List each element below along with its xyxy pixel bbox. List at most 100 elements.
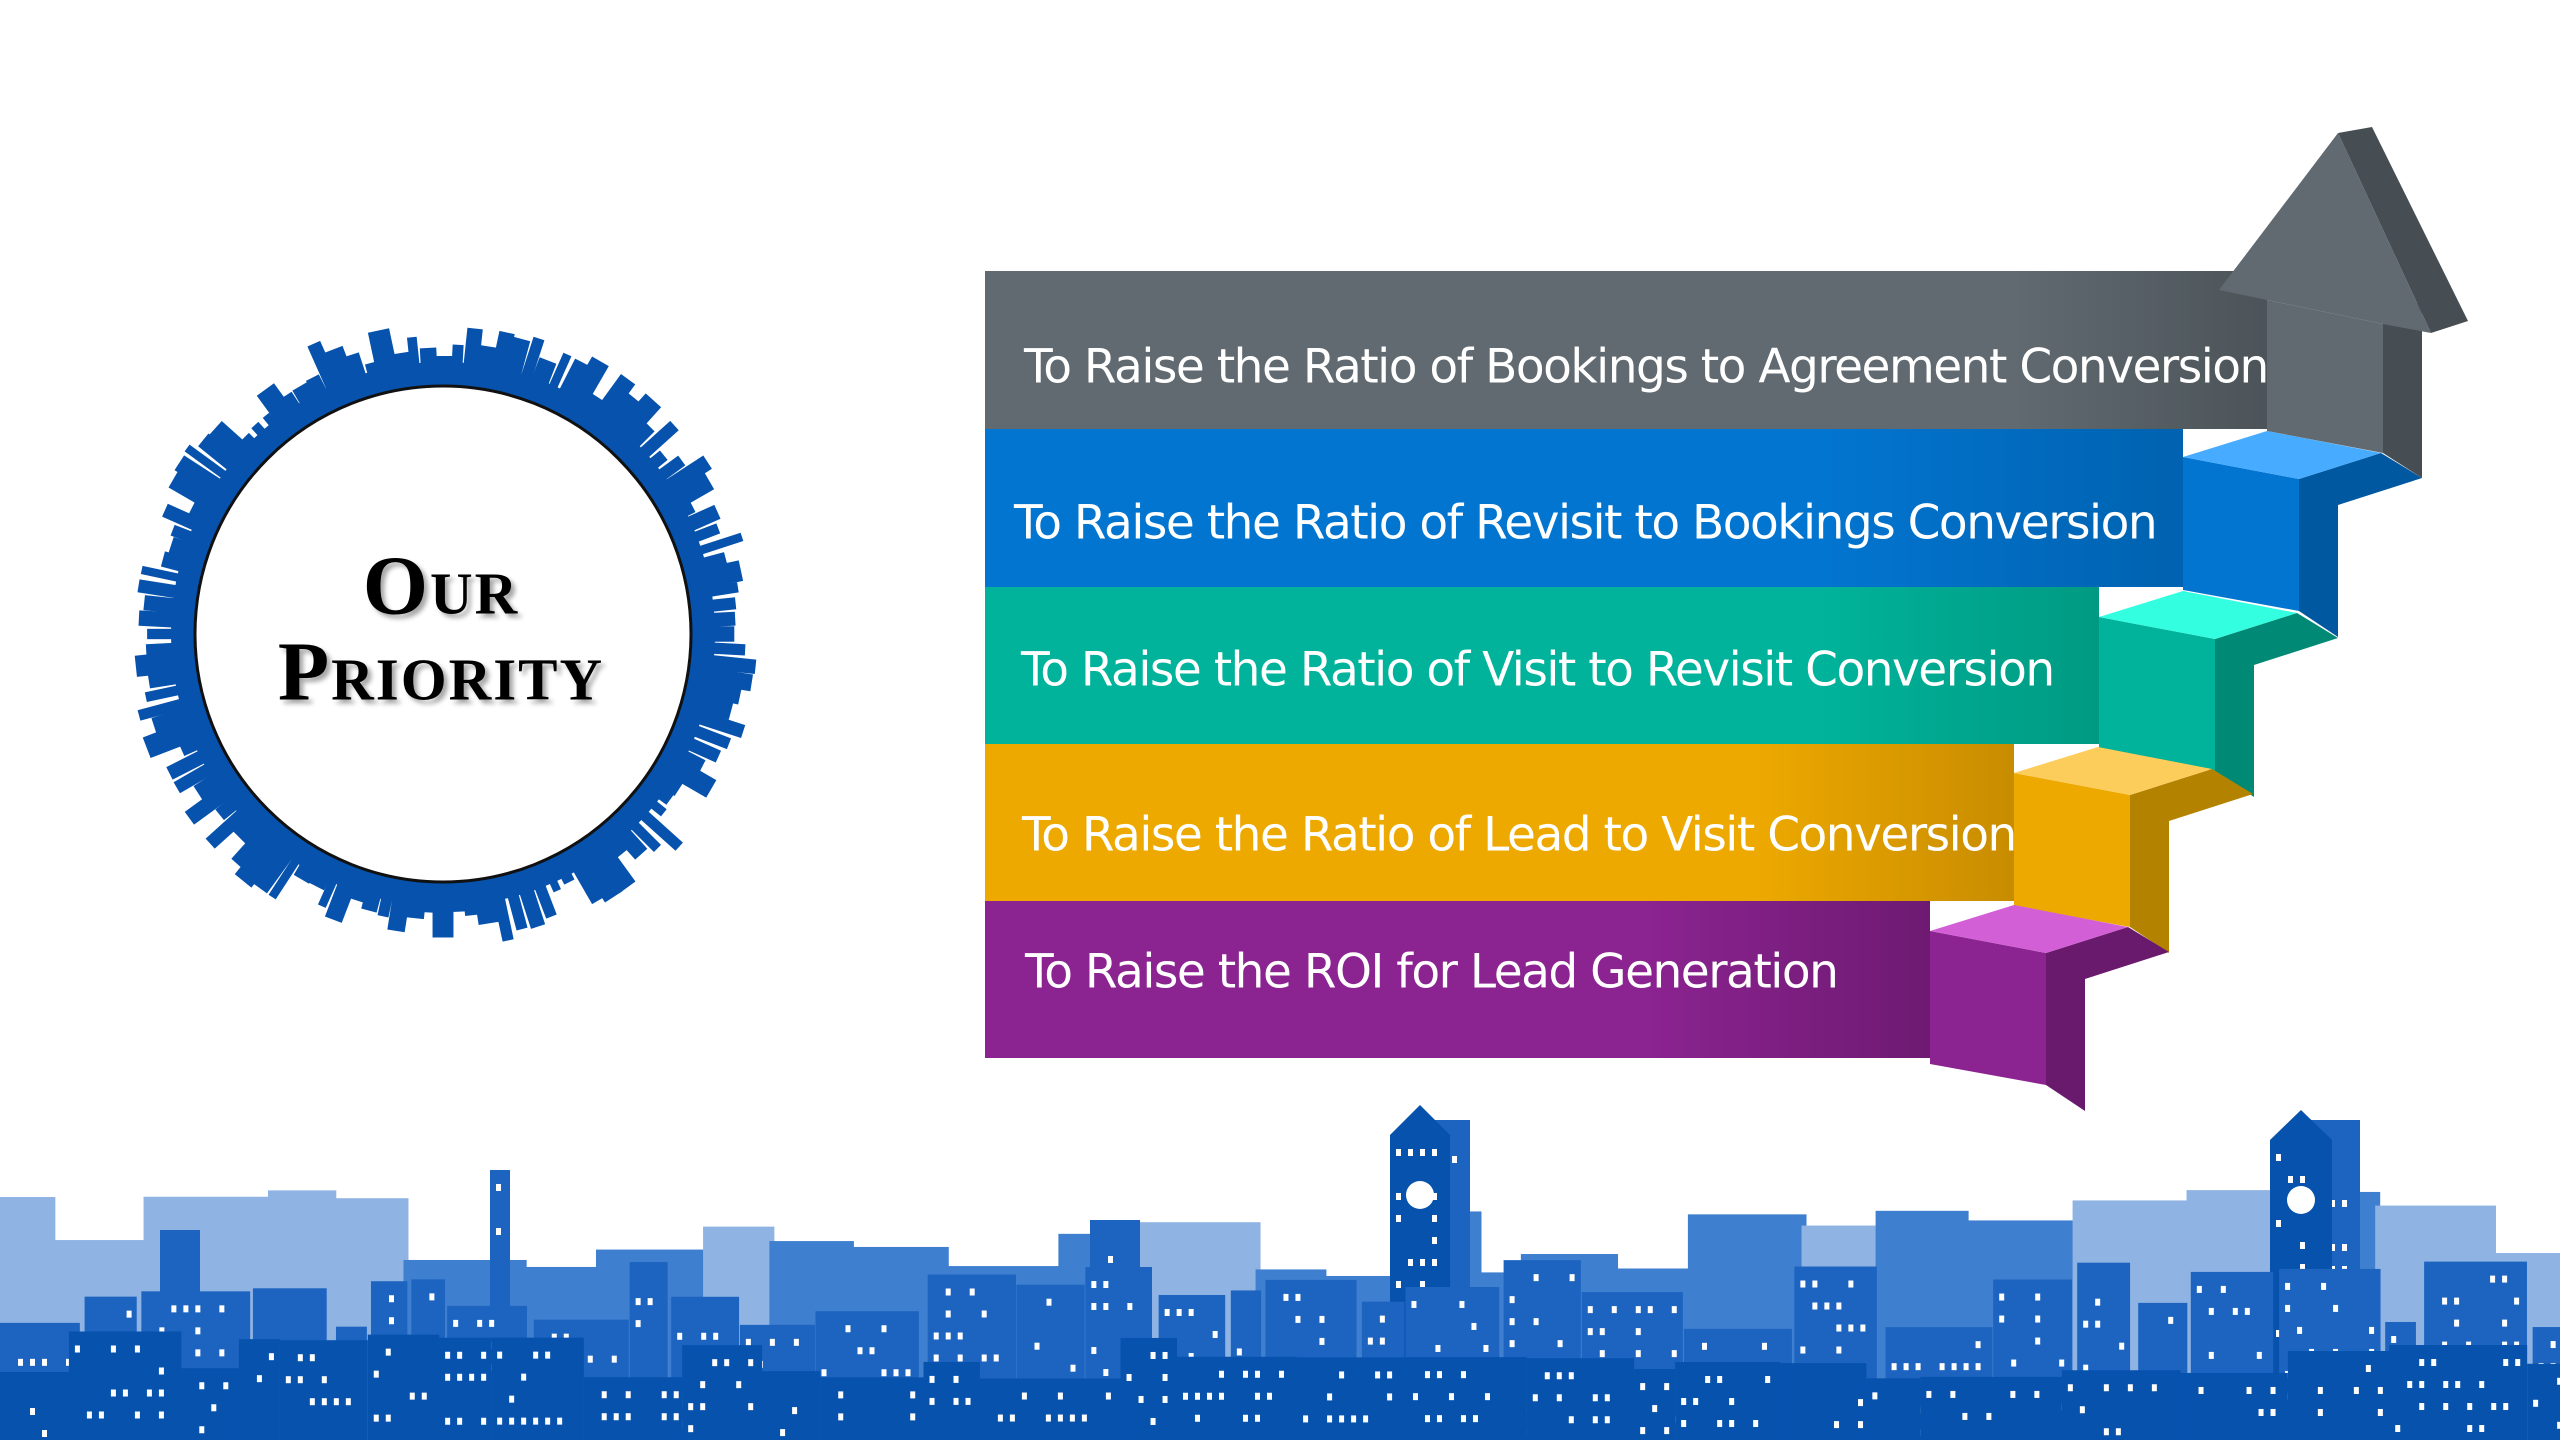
ring-building xyxy=(262,412,278,429)
window xyxy=(445,1373,451,1381)
window xyxy=(1569,1274,1575,1282)
ring-building xyxy=(184,785,231,825)
ring-building xyxy=(232,817,260,845)
window xyxy=(635,1320,641,1328)
title-our: Our xyxy=(362,539,520,633)
window xyxy=(385,1414,391,1422)
window xyxy=(1103,1281,1109,1289)
title-priority: Priority xyxy=(277,625,605,719)
skyline-building xyxy=(2287,1350,2390,1440)
window xyxy=(2011,1359,2017,1367)
window xyxy=(700,1381,706,1389)
window xyxy=(1162,1373,1168,1381)
window xyxy=(712,1359,718,1367)
window xyxy=(421,1392,427,1400)
window xyxy=(1635,1328,1641,1336)
window xyxy=(957,1332,963,1340)
window xyxy=(625,1391,631,1399)
step-front-1 xyxy=(2014,773,2130,927)
window xyxy=(1611,1306,1617,1314)
window xyxy=(297,1376,303,1384)
window xyxy=(1836,1302,1842,1310)
window xyxy=(2220,1285,2226,1293)
window xyxy=(2270,1408,2276,1416)
window xyxy=(1599,1350,1605,1358)
window xyxy=(1681,1420,1687,1428)
skyline-building xyxy=(979,1378,1121,1440)
ring-building xyxy=(533,882,557,919)
window xyxy=(1327,1415,1333,1423)
window xyxy=(2377,1408,2383,1416)
window xyxy=(1448,1393,1454,1401)
window xyxy=(98,1411,104,1419)
window xyxy=(1812,1280,1818,1288)
window xyxy=(673,1413,679,1421)
window xyxy=(445,1417,451,1425)
window xyxy=(1681,1398,1687,1406)
window xyxy=(126,1310,132,1318)
window xyxy=(2533,1399,2539,1407)
ring-building xyxy=(256,383,295,424)
window xyxy=(1162,1395,1168,1403)
window xyxy=(1693,1398,1699,1406)
ring-building xyxy=(580,853,623,903)
ring-building xyxy=(388,351,412,371)
window xyxy=(2083,1364,2089,1372)
window xyxy=(1587,1306,1593,1314)
ring-building xyxy=(406,336,420,368)
ring-building xyxy=(670,471,715,509)
ring-building xyxy=(144,684,182,703)
window xyxy=(1647,1306,1653,1314)
window xyxy=(1045,1414,1051,1422)
window xyxy=(1640,1383,1646,1391)
step-side-3 xyxy=(2299,453,2422,637)
window xyxy=(1950,1390,1956,1398)
skyline-building xyxy=(68,1331,182,1440)
window xyxy=(268,1353,274,1361)
window xyxy=(183,1305,189,1313)
window xyxy=(345,1398,351,1406)
window xyxy=(1295,1293,1301,1301)
ring-building xyxy=(530,357,557,388)
step-top-1 xyxy=(2014,747,2212,795)
window xyxy=(2419,1359,2425,1367)
window xyxy=(533,1417,539,1425)
window xyxy=(2502,1319,2508,1327)
window xyxy=(2454,1319,2460,1327)
window xyxy=(219,1305,225,1313)
window xyxy=(195,1305,201,1313)
window xyxy=(1926,1390,1932,1398)
ring-building xyxy=(593,374,636,423)
window xyxy=(2467,1403,2473,1411)
window xyxy=(1640,1427,1646,1435)
window xyxy=(1435,1344,1441,1352)
window xyxy=(1218,1370,1224,1378)
step-label-lead-to-visit: To Raise the Ratio of Lead to Visit Conv… xyxy=(1022,807,2017,863)
step-top-3 xyxy=(2183,431,2381,479)
window xyxy=(1436,1415,1442,1423)
window xyxy=(1599,1328,1605,1336)
tower-spire xyxy=(2270,1110,2332,1140)
window xyxy=(1046,1298,1052,1306)
window xyxy=(333,1398,339,1406)
window xyxy=(1556,1394,1562,1402)
window xyxy=(2342,1244,2347,1251)
window xyxy=(945,1310,951,1318)
window xyxy=(1319,1337,1325,1345)
window xyxy=(2095,1320,2101,1328)
window xyxy=(2083,1320,2089,1328)
window xyxy=(1103,1369,1109,1377)
ring-building xyxy=(628,819,662,853)
ring-building xyxy=(655,785,675,805)
ring-building xyxy=(207,420,251,463)
window xyxy=(929,1397,935,1405)
window xyxy=(2035,1337,2041,1345)
window xyxy=(2196,1285,2202,1293)
window xyxy=(1327,1393,1333,1401)
window xyxy=(496,1228,501,1235)
window xyxy=(1188,1352,1194,1360)
ring-building xyxy=(592,844,636,894)
window xyxy=(945,1288,951,1296)
window xyxy=(2270,1386,2276,1394)
